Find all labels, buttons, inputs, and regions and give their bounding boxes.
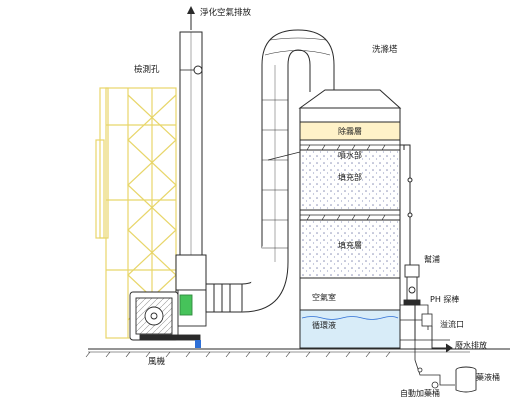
fan-unit <box>129 289 207 348</box>
chemical-tank <box>455 366 477 393</box>
label-sample-port: 檢測孔 <box>134 64 160 75</box>
label-spray: 噴水部 <box>338 150 362 160</box>
ground <box>85 348 510 358</box>
label-exhaust: 淨化空氣排放 <box>200 7 252 18</box>
label-chem-tank: 藥液桶 <box>476 372 500 382</box>
label-strainer: 幫浦 <box>424 254 440 264</box>
steel-frame <box>95 87 177 339</box>
label-auto-dosing: 自動加藥桶 <box>400 388 440 398</box>
drain-pipe <box>431 326 453 353</box>
label-air-chamber: 空氣室 <box>312 292 336 302</box>
label-packing-lower: 填充層 <box>338 240 362 250</box>
exhaust-arrow <box>187 6 195 30</box>
spray-leader <box>267 151 301 161</box>
label-circulation: 循環液 <box>312 320 336 330</box>
exhaust-stack <box>175 31 207 299</box>
ph-probe <box>400 304 450 341</box>
label-demister: 除霧層 <box>338 126 362 136</box>
dosing-line <box>414 340 455 389</box>
pump <box>403 264 421 306</box>
label-drain: 廢水排放 <box>455 340 487 350</box>
label-packing-upper: 填充部 <box>338 172 362 182</box>
connecting-duct <box>205 29 335 313</box>
spray-nozzles <box>300 144 400 221</box>
label-fan: 風機 <box>148 356 166 367</box>
label-scrubber: 洗滌塔 <box>372 44 398 55</box>
label-ph-probe: PH 探棒 <box>430 294 459 304</box>
label-overflow: 溢流口 <box>440 319 464 329</box>
recirculation-pipe <box>400 144 416 340</box>
